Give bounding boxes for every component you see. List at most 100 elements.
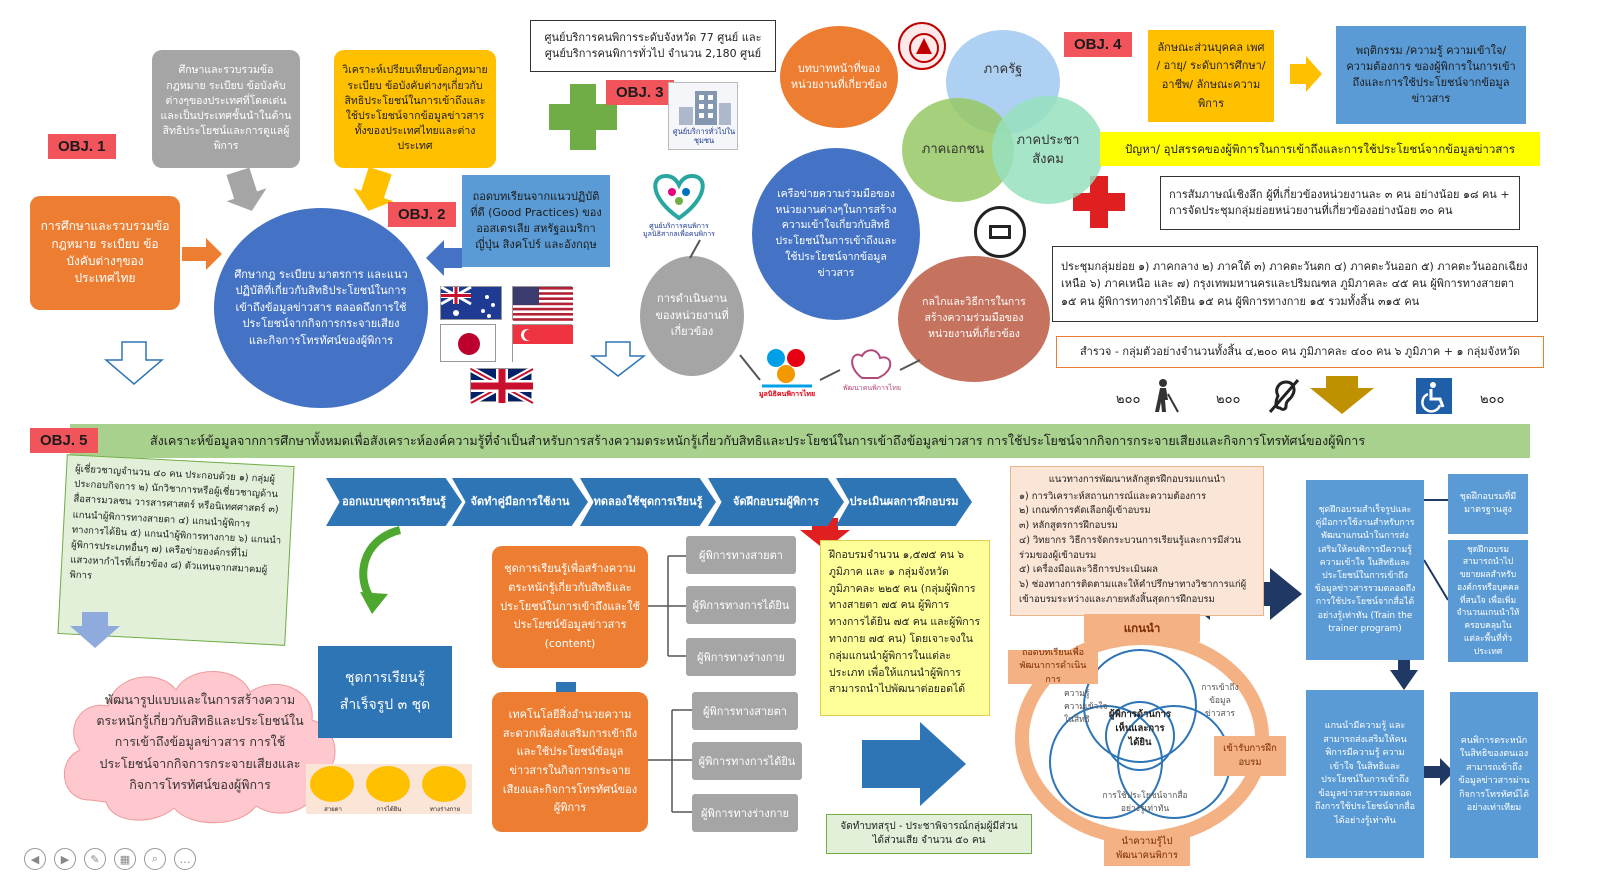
disability-icons-strip: สายตา การได้ยิน ทางร่างกาย xyxy=(306,764,472,814)
pen-icon[interactable]: ✎ xyxy=(84,848,106,870)
synthesis-banner-text: สังเคราะห์ข้อมูลจากการศึกษาทั้งหมดเพื่อส… xyxy=(150,433,1366,448)
icon-label-physical: ทางร่างกาย xyxy=(429,806,461,813)
arrow-down-icon xyxy=(353,166,394,211)
arrow-down-icon xyxy=(226,167,267,211)
group-hearing-top: ผู้พิการทางการได้ยิน xyxy=(686,586,796,624)
icon-label-hearing: การได้ยิน xyxy=(376,806,402,813)
icon-label-visual: สายตา xyxy=(324,806,342,813)
guideline-item: ๑) การวิเคราะห์สถานการณ์และความต้องการ xyxy=(1019,490,1207,502)
behavior-box: พฤติกรรม /ความรู้ ความเข้าใจ/ ความต้องกา… xyxy=(1336,26,1526,124)
demographic-box: ลักษณะส่วนบุคคล เพศ / อายุ/ ระดับการศึกษ… xyxy=(1148,30,1274,122)
cycle-leaders: แกนนำ xyxy=(1084,614,1200,642)
thai-law-study-box: การศึกษาและรวบรวมข้อกฎหมาย ระเบียบ ข้อบั… xyxy=(30,196,180,310)
step-evaluation: ประเมินผลการฝึกอบรม xyxy=(836,478,972,526)
government-seal-icon xyxy=(898,22,946,70)
creative-logo-icon: พัฒนาคนพิการไทย xyxy=(842,344,902,400)
prev-icon[interactable]: ◀ xyxy=(24,848,46,870)
final-outcome-box: คนพิการตระหนักในสิทธิของตนเอง สามารถเข้า… xyxy=(1450,692,1538,858)
arrow-left-icon xyxy=(426,240,462,276)
hearing-impaired-icon xyxy=(1266,378,1302,414)
public-hearing-box: จัดทำบทสรุป - ประชาพิจารณ์กลุ่มผู้มีส่วน… xyxy=(826,814,1032,854)
venn-civil: ภาคประชาสังคม xyxy=(992,96,1104,204)
guideline-title: แนวทางการพัฒนาหลักสูตรฝึกอบรมแกนนำ xyxy=(1048,474,1226,485)
technology-kit-box: เทคโนโลยีสิ่งอำนวยความสะดวกเพื่อส่งเสริม… xyxy=(492,692,648,832)
guideline-item: ๔) วิทยากร วิธีการจัดกระบวนการเรียนรู้แล… xyxy=(1019,534,1241,561)
arrow-right-icon xyxy=(1424,758,1454,786)
venn-right-text: การเข้าถึงข้อมูลข่าวสาร xyxy=(1201,683,1239,719)
blind-count: ๒๐๐ xyxy=(1116,392,1141,407)
cycle-attend-training: เข้ารับการฝึกอบรม xyxy=(1214,736,1286,776)
obj2-label: OBJ. 2 xyxy=(388,202,456,227)
foundation-logo-caption: มูลนิธิคนพิการไทย xyxy=(758,390,816,398)
physical-impairment-icon xyxy=(422,766,466,802)
group-physical-bottom: ผู้พิการทางร่างกาย xyxy=(692,794,798,832)
group-visual-bottom: ผู้พิการทางสายตา xyxy=(692,692,798,730)
step-training: จัดฝึกอบรมผู้พิการ xyxy=(708,478,844,526)
study-regulations-circle: ศึกษากฎ ระเบียบ มาตรการ และแนวปฏิบัติที่… xyxy=(214,208,428,408)
next-icon[interactable]: ▶ xyxy=(54,848,76,870)
mechanism-circle: กลไกและวิธีการในการสร้างความร่วมมือของหน… xyxy=(898,256,1050,382)
content-kit-box: ชุดการเรียนรู้เพื่อสร้างความตระหนักรู้เก… xyxy=(492,546,648,668)
more-icon[interactable]: … xyxy=(174,848,196,870)
venn-left-text: ความรู้ความเข้าใจในสิทธิ xyxy=(1064,689,1108,725)
community-center-caption: ศูนย์บริการทั่วไปในชุมชน xyxy=(672,127,736,145)
creative-logo-caption: พัฒนาคนพิการไทย xyxy=(843,384,901,392)
community-center-icon: ศูนย์บริการทั่วไปในชุมชน xyxy=(668,82,738,150)
group-physical-top: ผู้พิการทางร่างกาย xyxy=(686,638,796,676)
service-center-logo-icon: ศูนย์บริการคนพิการ มูลนิธิสากลเพื่อคนพิก… xyxy=(640,168,718,242)
organization-logo-icon xyxy=(974,206,1026,258)
australia-flag-icon xyxy=(440,285,502,320)
singapore-flag-icon xyxy=(512,324,573,363)
arrow-down-icon xyxy=(70,612,120,648)
guideline-item: ๓) หลักสูตรการฝึกอบรม xyxy=(1019,520,1118,532)
service-center-logo-caption: ศูนย์บริการคนพิการ มูลนิธิสากลเพื่อคนพิก… xyxy=(643,222,715,239)
blind-person-icon xyxy=(1152,378,1182,414)
standard-kit-box: ชุดฝึกอบรมที่มีมาตรฐานสูง xyxy=(1448,474,1528,534)
guideline-item: ๒) เกณฑ์การคัดเลือกผู้เข้าอบรม xyxy=(1019,505,1151,517)
deaf-count: ๒๐๐ xyxy=(1216,392,1241,407)
obj5-label: OBJ. 5 xyxy=(30,428,98,453)
operation-circle: การดำเนินงานของหน่วยงานที่เกี่ยวข้อง xyxy=(640,256,744,376)
compare-law-box: วิเคราะห์เปรียบเทียบข้อกฎหมาย ระเบียบ ข้… xyxy=(334,50,496,168)
guideline-item: ๕) เครื่องมือและวิธีการประเมินผล xyxy=(1019,564,1158,576)
zoom-icon[interactable]: ⌕ xyxy=(144,848,166,870)
japan-flag-icon xyxy=(440,324,496,362)
survey-box: สำรวจ - กลุ่มตัวอย่างจำนวนทั้งสิ้น ๔,๒๐๐… xyxy=(1056,336,1544,368)
obj4-label: OBJ. 4 xyxy=(1064,32,1132,57)
good-practices-box: ถอดบทเรียนจากแนวปฏิบัติที่ดี (Good Pract… xyxy=(462,175,610,267)
obj1-label: OBJ. 1 xyxy=(48,134,116,159)
arrow-down-icon xyxy=(1390,658,1418,690)
problems-box: ปัญหา/ อุปสรรคของผู้พิการในการเข้าถึงและ… xyxy=(1100,132,1540,166)
group-visual-top: ผู้พิการทางสายตา xyxy=(686,536,796,574)
physical-count: ๒๐๐ xyxy=(1480,392,1505,407)
venn-center-text: ผู้พิการด้านการเห็นและการได้ยิน xyxy=(1108,709,1172,748)
guideline-box: แนวทางการพัฒนาหลักสูตรฝึกอบรมแกนนำ ๑) กา… xyxy=(1010,466,1264,616)
cycle-lessons: ถอดบทเรียนเพื่อพัฒนาการดำเนินการ xyxy=(1008,648,1098,685)
hearing-impairment-icon xyxy=(366,766,410,802)
arrow-down-icon xyxy=(800,518,850,550)
visual-impairment-icon xyxy=(310,766,354,802)
interview-box: การสัมภาษณ์เชิงลึก ผู้ที่เกี่ยวข้องหน่วย… xyxy=(1160,176,1520,230)
usa-flag-icon xyxy=(512,286,573,321)
arrow-down-outline-icon xyxy=(589,341,647,377)
spread-box: ชุดฝึกอบรมสามารถนำไปขยายผลสำหรับองค์กรหร… xyxy=(1448,540,1528,662)
service-centers-box: ศูนย์บริการคนพิการระดับจังหวัด 77 ศูนย์ … xyxy=(530,20,776,72)
venn-bottom-text: การใช้ประโยชน์จากสื่ออย่างรู้เท่าทัน xyxy=(1102,791,1188,814)
arrow-down-icon xyxy=(1310,376,1374,414)
trainer-program-box: ชุดฝึกอบรมสำเร็จรูปและคู่มือการใช้งานสำห… xyxy=(1306,480,1424,660)
step-trial: ทดลองใช้ชุดการเรียนรู้ xyxy=(580,478,716,526)
step-design: ออกแบบชุดการเรียนรู้ xyxy=(326,478,462,526)
arrow-right-icon xyxy=(182,238,222,270)
wheelchair-icon xyxy=(1416,378,1452,414)
synthesis-banner: สังเคราะห์ข้อมูลจากการศึกษาทั้งหมดเพื่อส… xyxy=(70,424,1530,458)
meeting-box: ประชุมกลุ่มย่อย ๑) ภาคกลาง ๒) ภาคใต้ ๓) … xyxy=(1052,246,1538,322)
arrow-right-icon xyxy=(1290,56,1322,92)
arrow-right-icon xyxy=(862,722,966,806)
uk-flag-icon xyxy=(469,366,535,406)
learning-kit-box: ชุดการเรียนรู้ สำเร็จรูป ๓ ชุด xyxy=(318,646,452,738)
slides-icon[interactable]: ▦ xyxy=(114,848,136,870)
network-circle: เครือข่ายความร่วมมือของหน่วยงานต่างๆในกา… xyxy=(752,148,920,320)
development-cloud-text: พัฒนารูปแบบและในการสร้างความตระหนักรู้เก… xyxy=(96,691,304,792)
